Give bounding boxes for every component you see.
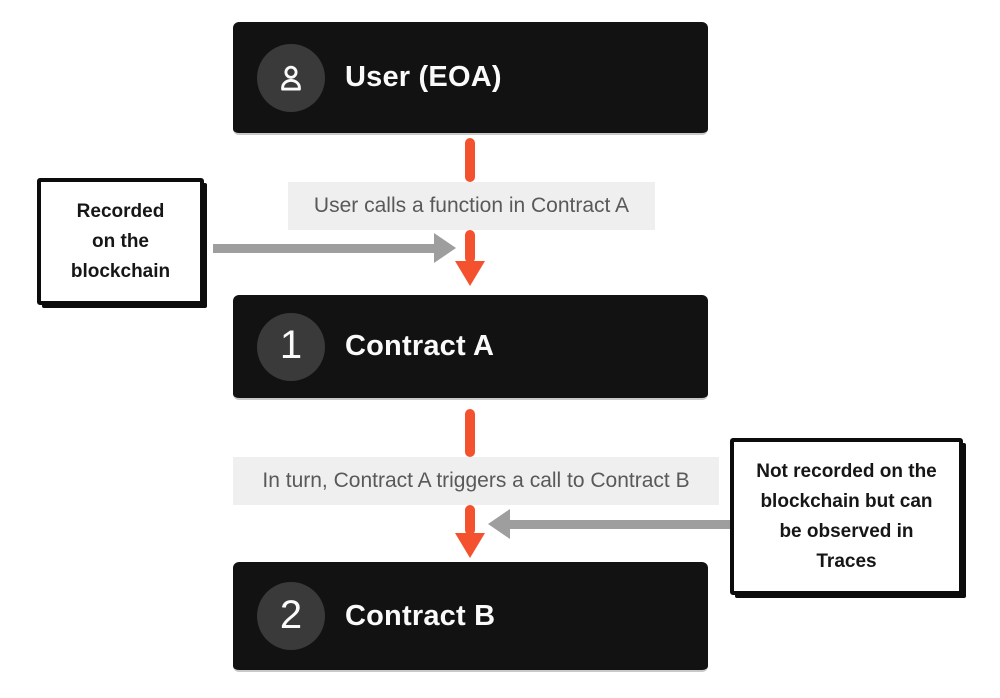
edge-label-contract-call: In turn, Contract A triggers a call to C… — [233, 457, 719, 505]
node-user-label: User (EOA) — [345, 61, 502, 93]
node-contract-b: 2 Contract B — [233, 562, 708, 672]
arrow-a-to-b-shaft-bottom — [465, 505, 475, 535]
annotation-arrow-right-head — [488, 509, 510, 539]
note-line: blockchain but can — [760, 490, 933, 512]
note-line: Recorded — [76, 200, 165, 222]
edge-label-user-call: User calls a function in Contract A — [288, 182, 655, 230]
arrow-user-to-a-shaft-top — [465, 138, 475, 182]
note-line: Traces — [816, 550, 877, 572]
note-line: Not recorded on the — [756, 460, 937, 482]
note-line: blockchain — [70, 260, 171, 282]
step-number: 2 — [279, 592, 303, 637]
annotation-arrow-left-shaft — [213, 244, 434, 253]
user-avatar — [257, 43, 325, 112]
annotation-arrow-left-head — [434, 233, 456, 263]
arrow-a-to-b-shaft-top — [465, 409, 475, 457]
note-recorded-on-blockchain: Recorded on the blockchain — [37, 178, 204, 305]
node-contract-b-label: Contract B — [345, 599, 496, 632]
note-line: on the — [92, 230, 149, 252]
note-line: be observed in — [779, 520, 914, 542]
step-badge-1: 1 — [257, 312, 325, 381]
arrow-user-to-a-shaft-bottom — [465, 230, 475, 263]
arrow-a-to-b-head — [455, 533, 485, 558]
person-icon — [281, 65, 301, 91]
node-user-eoa: User (EOA) — [233, 22, 708, 135]
annotation-arrow-right-shaft — [510, 520, 735, 529]
step-badge-2: 2 — [257, 582, 325, 650]
arrow-user-to-a-head — [455, 261, 485, 286]
node-contract-a: 1 Contract A — [233, 295, 708, 400]
step-number: 1 — [279, 323, 303, 367]
node-contract-a-label: Contract A — [345, 330, 495, 362]
note-not-recorded-traces: Not recorded on the blockchain but can b… — [730, 438, 963, 595]
